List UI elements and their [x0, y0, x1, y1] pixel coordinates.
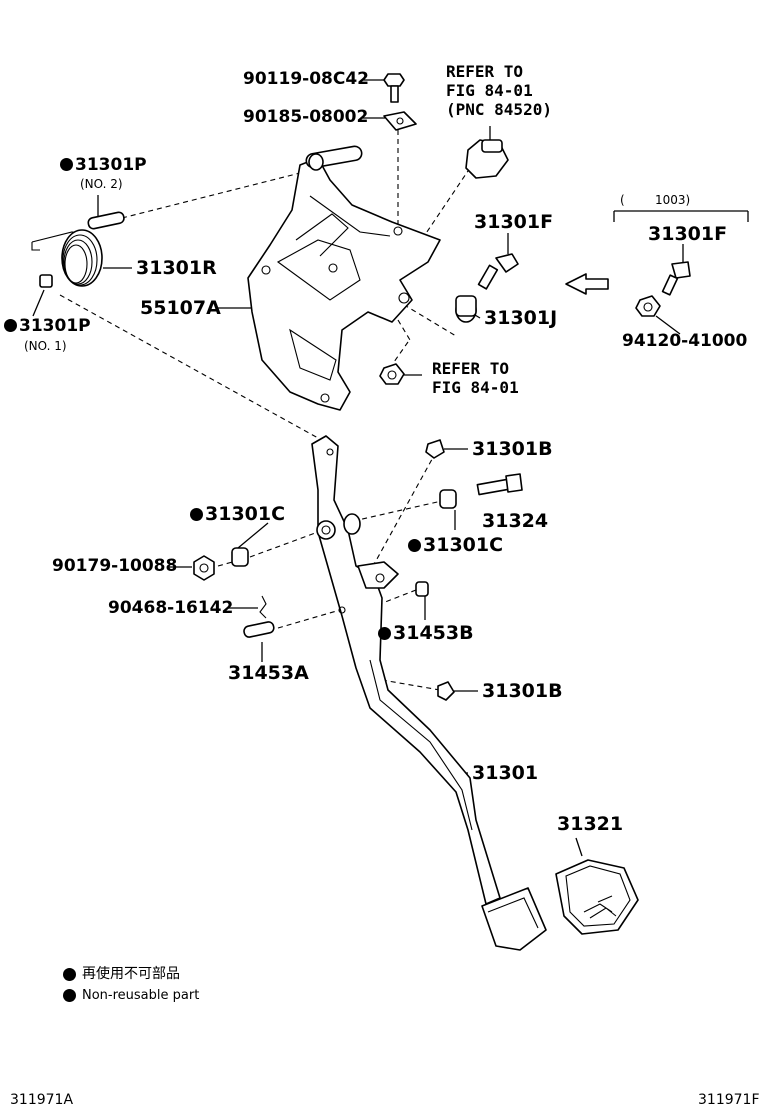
small-parts [31, 73, 691, 701]
part-label-31301F: 31301F [474, 211, 554, 233]
part-label-31301C-left: 31301C [190, 505, 285, 524]
part-label-31324: 31324 [482, 510, 549, 532]
part-number: 31453B [393, 622, 474, 644]
leader-lines [32, 79, 749, 857]
reference-line: REFER TO [432, 359, 510, 378]
clutch-pedal-lever [311, 435, 547, 951]
pedal-bracket [247, 145, 441, 411]
left-arrow-icon [565, 273, 609, 295]
part-label-31301P-no1: 31301P [4, 318, 91, 335]
diagram-code-right: 311971F [698, 1092, 760, 1108]
part-label-31321: 31321 [557, 813, 624, 835]
non-reusable-marker-icon [63, 968, 76, 981]
reference-line: (PNC 84520) [446, 100, 552, 119]
non-reusable-marker-icon [408, 539, 421, 552]
part-number: 31301P [75, 155, 147, 175]
part-label-55107A: 55107A [140, 297, 221, 319]
diagram-code-left: 311971A [10, 1092, 74, 1108]
variant-bracket-open: ( [620, 193, 625, 207]
reference-line: REFER TO [446, 62, 524, 81]
non-reusable-marker-icon [378, 627, 391, 640]
part-label-31301: 31301 [472, 762, 539, 784]
part-label-31301B-bottom: 31301B [482, 680, 563, 702]
non-reusable-marker-icon [190, 508, 203, 521]
part-label-90119: 90119-08C42 [243, 69, 369, 89]
part-sublabel-no1: (NO. 1) [24, 339, 67, 353]
part-label-90185: 90185-08002 [243, 107, 369, 127]
part-number: 31301P [19, 316, 91, 336]
part-label-90179: 90179-10088 [52, 556, 178, 576]
reference-note-top: REFER TO FIG 84-01 (PNC 84520) [446, 62, 552, 119]
part-label-31453A: 31453A [228, 662, 309, 684]
part-label-31301J: 31301J [484, 307, 558, 329]
part-label-31301B-top: 31301B [472, 438, 553, 460]
part-sublabel-no2: (NO. 2) [80, 177, 123, 191]
non-reusable-marker-icon [63, 989, 76, 1002]
part-label-31301P-no2: 31301P [60, 157, 147, 174]
part-number: 31301C [205, 503, 286, 525]
variant-code: 1003) [655, 193, 691, 207]
legend-japanese: 再使用不可部品 [82, 966, 180, 982]
pedal-pad-rubber [555, 859, 639, 935]
part-label-31301R: 31301R [136, 257, 217, 279]
part-label-31301C-right: 31301C [408, 536, 503, 555]
part-label-90468: 90468-16142 [108, 598, 234, 618]
non-reusable-marker-icon [60, 158, 73, 171]
reference-line: FIG 84-01 [446, 81, 533, 100]
legend-english: Non-reusable part [82, 988, 200, 1003]
part-label-94120: 94120-41000 [622, 331, 748, 351]
part-label-31301F-alt: 31301F [648, 223, 728, 245]
assembly-lines [59, 130, 471, 691]
part-number: 31301C [423, 534, 504, 556]
non-reusable-marker-icon [4, 319, 17, 332]
part-label-31453B: 31453B [378, 624, 474, 643]
reference-line: FIG 84-01 [432, 378, 519, 397]
reference-note-mid: REFER TO FIG 84-01 [432, 359, 519, 397]
